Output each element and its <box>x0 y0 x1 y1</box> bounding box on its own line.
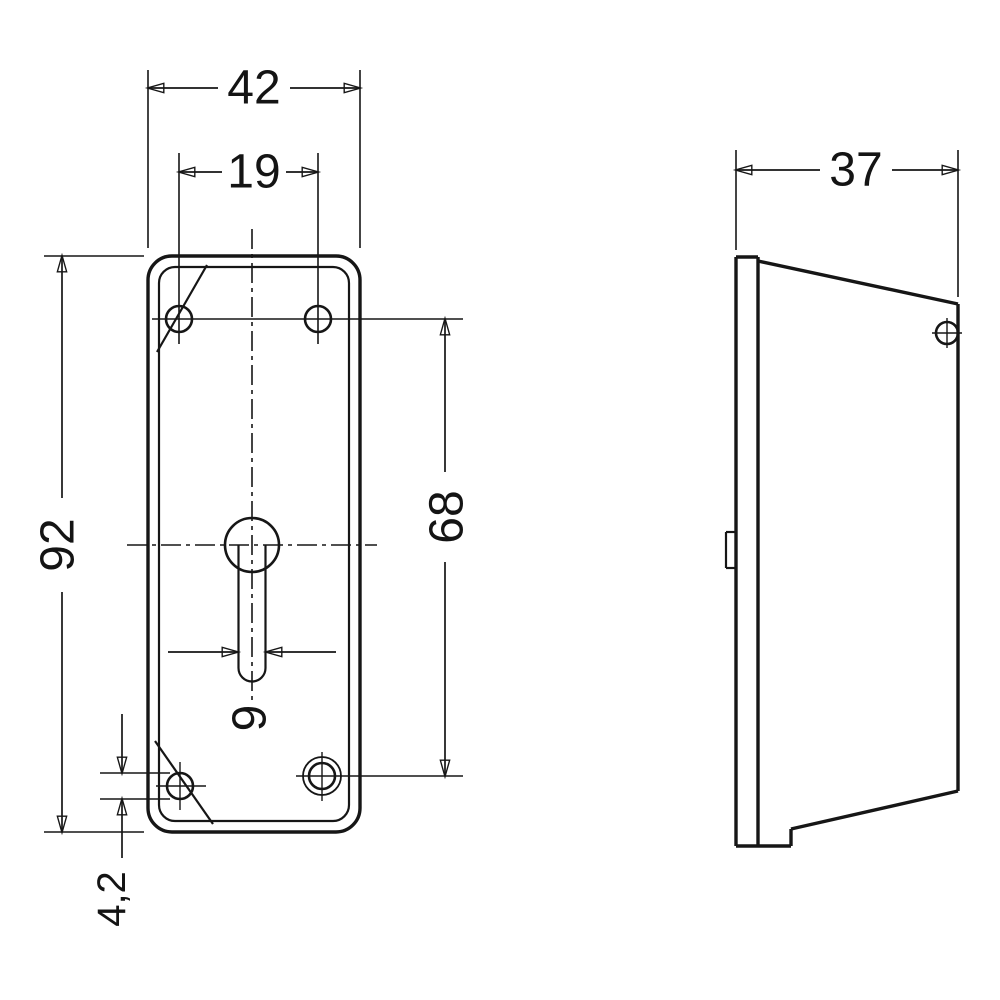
housing-top-slant <box>757 259 959 306</box>
side-hole-crosshair <box>932 318 962 348</box>
dim-vertical-hole-pitch: 68 <box>421 319 474 776</box>
dim-depth: 37 <box>736 144 958 297</box>
housing-bottom-slant <box>790 789 959 831</box>
dim-label-outer-height: 92 <box>32 518 85 571</box>
part-outline-side <box>734 255 960 848</box>
dim-outer-width: 42 <box>148 62 360 248</box>
dim-top-hole-pitch: 19 <box>179 146 318 344</box>
dim-slot-width: 9 <box>168 652 336 731</box>
dim-label-depth: 37 <box>829 144 882 197</box>
dim-label-slot-width: 9 <box>224 705 277 732</box>
part-inner-contour <box>157 265 351 823</box>
hole-crosshairs-front <box>152 318 463 810</box>
part-outline-front <box>146 254 362 834</box>
side-view: 37 <box>724 144 962 848</box>
chamfer-line-top-left <box>156 264 208 353</box>
dim-outer-height: 92 <box>32 256 144 832</box>
centerlines-front <box>127 229 377 702</box>
front-view: 42 19 92 68 9 <box>32 62 474 927</box>
clip-tab <box>724 530 736 570</box>
part-outer-contour <box>146 254 362 834</box>
dim-label-mount-hole-diameter: 4,2 <box>90 871 134 927</box>
dim-label-vertical-hole-pitch: 68 <box>421 490 474 543</box>
dim-label-outer-width: 42 <box>227 62 280 115</box>
dim-label-top-hole-pitch: 19 <box>227 146 280 199</box>
dim-mount-hole-diameter: 4,2 <box>90 714 170 927</box>
chamfer-line-bottom-left <box>154 740 214 825</box>
